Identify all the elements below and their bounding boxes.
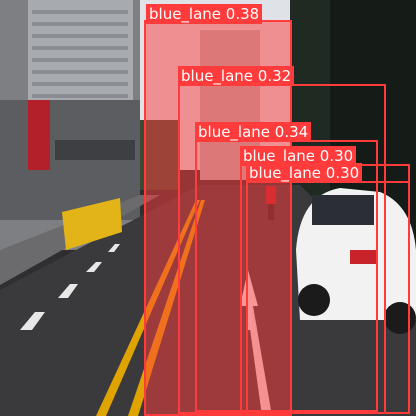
detection-label: blue_lane 0.30 — [246, 163, 363, 183]
storefront-awning — [55, 140, 135, 160]
detection-box: blue_lane 0.30 — [246, 163, 410, 414]
detection-label: blue_lane 0.30 — [240, 146, 357, 166]
detection-label: blue_lane 0.34 — [195, 122, 312, 142]
building-left-glass — [28, 0, 133, 110]
white-dashes — [20, 244, 120, 330]
detection-box-fill — [146, 22, 290, 414]
car-icon — [296, 188, 416, 334]
red-sign — [28, 100, 50, 170]
detection-box: blue_lane 0.34 — [195, 122, 378, 412]
detection-label: blue_lane 0.38 — [146, 4, 263, 24]
building-windows — [32, 10, 128, 98]
detection-box: blue_lane 0.38 — [144, 4, 292, 416]
barrier-icon — [62, 198, 122, 250]
detection-label: blue_lane 0.32 — [178, 66, 295, 86]
